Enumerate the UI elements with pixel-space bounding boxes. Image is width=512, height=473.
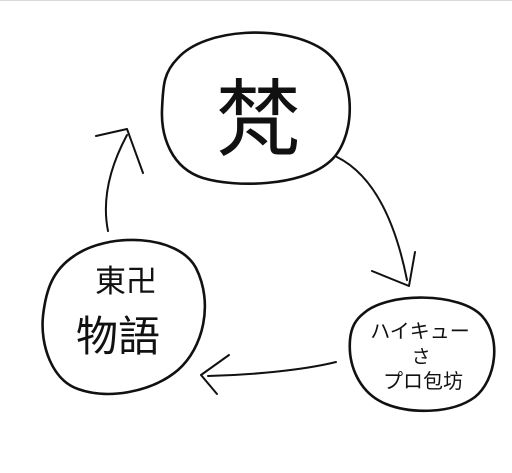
edge-right-to-left [207,361,337,377]
node-left-label-line1: 東卍 [95,264,157,300]
edge-right-to-left-arrowhead [200,354,230,395]
node-right-label-line3: プロ包坊 [383,369,463,393]
node-right-label-line1: ハイキュー [370,319,470,343]
node-right-circle [348,296,496,413]
node-left-label-line2: 物語 [76,312,160,361]
canvas-top-rule [0,0,512,1]
edge-left-to-top-arrowhead [95,128,144,174]
edge-top-to-right [336,156,408,281]
edge-top-to-right-arrowhead [371,251,416,287]
node-right-label-line2: さ [411,346,430,368]
node-top-circle [160,31,351,185]
edge-left-to-top [104,134,128,232]
node-left-circle [41,238,207,396]
node-top-label: 梵 [216,71,300,169]
